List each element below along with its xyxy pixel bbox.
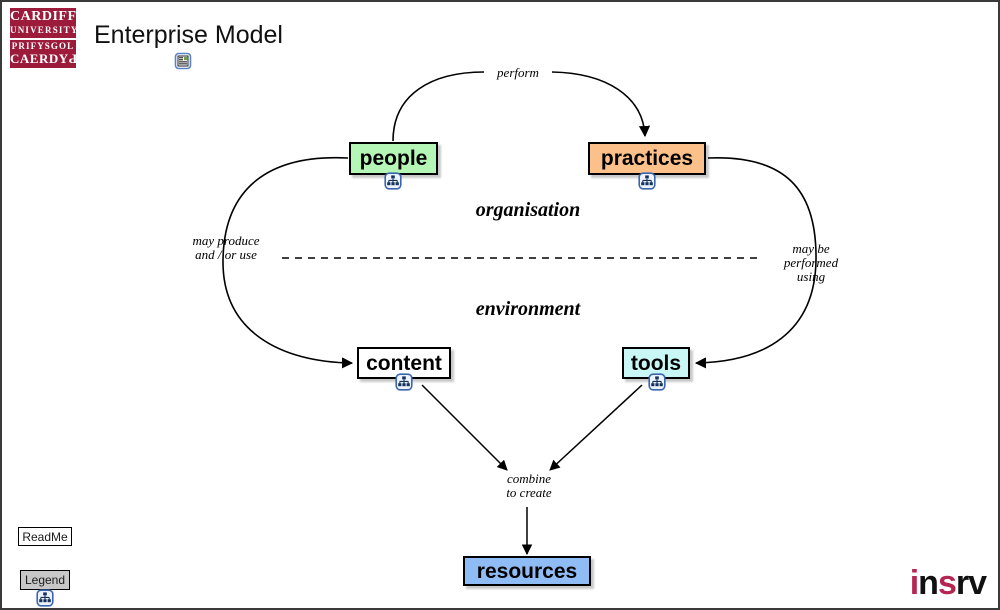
cardiff-logo-line4: CAERDYԀ <box>10 51 76 66</box>
cardiff-logo-band-welsh: PRIFYSGOL CAERDYԀ <box>10 40 76 68</box>
cardiff-logo-line2: UNIVERSITY <box>10 25 76 35</box>
hierarchy-tree-icon[interactable] <box>384 172 402 190</box>
cardiff-logo-line3: PRIFYSGOL <box>11 41 75 51</box>
edge-tools-to-combine <box>549 384 643 471</box>
cardiff-logo-band-english: CARDIFF UNIVERSITY <box>10 8 76 38</box>
node-people[interactable]: people <box>349 142 438 175</box>
edge-label-may-produce-line2: and / or use <box>195 247 257 262</box>
edge-label-may-be-performed-using: may be performed using <box>775 242 847 284</box>
insrv-logo-rv: rv <box>955 564 987 602</box>
insrv-logo-n: n <box>918 564 939 602</box>
zone-label-environment: environment <box>475 298 581 320</box>
zone-label-organisation: organisation <box>475 199 581 221</box>
edge-label-combine-line1: combine <box>506 471 552 486</box>
edge-label-may-produce: may produce and / or use <box>179 234 273 262</box>
hierarchy-tree-icon[interactable] <box>638 172 656 190</box>
edge-practices-to-tools <box>694 157 817 369</box>
node-resources[interactable]: resources <box>463 556 591 586</box>
edge-label-perform: perform <box>497 65 539 80</box>
legend-button[interactable]: Legend <box>20 570 70 590</box>
edge-perform-right-half <box>551 71 651 138</box>
cardiff-logo-line1: CARDIFF <box>10 9 76 24</box>
edge-label-combine-line2: to create <box>506 485 552 500</box>
edge-label-may-be-line3: using <box>796 269 826 284</box>
node-practices[interactable]: practices <box>588 142 706 175</box>
document-icon[interactable] <box>174 52 192 70</box>
edge-label-may-be-line1: may be <box>792 241 830 256</box>
edge-content-to-combine <box>421 384 508 471</box>
edge-people-to-content <box>222 156 354 369</box>
insrv-logo-i: i <box>909 564 920 602</box>
cardiff-university-logo: CARDIFF UNIVERSITY PRIFYSGOL CAERDYԀ <box>10 8 76 68</box>
insrv-logo-s: s <box>937 564 957 602</box>
hierarchy-tree-icon[interactable] <box>36 589 54 607</box>
edge-label-may-produce-line1: may produce <box>192 233 260 248</box>
edge-people-perform-practices <box>392 71 485 142</box>
page-title: Enterprise Model <box>94 21 283 49</box>
edge-label-may-be-line2: performed <box>783 255 839 270</box>
hierarchy-tree-icon[interactable] <box>395 373 413 391</box>
readme-button[interactable]: ReadMe <box>18 527 72 546</box>
hierarchy-tree-icon[interactable] <box>648 373 666 391</box>
edge-label-combine-to-create: combine to create <box>489 472 569 500</box>
insrv-logo: insrv <box>909 564 987 602</box>
